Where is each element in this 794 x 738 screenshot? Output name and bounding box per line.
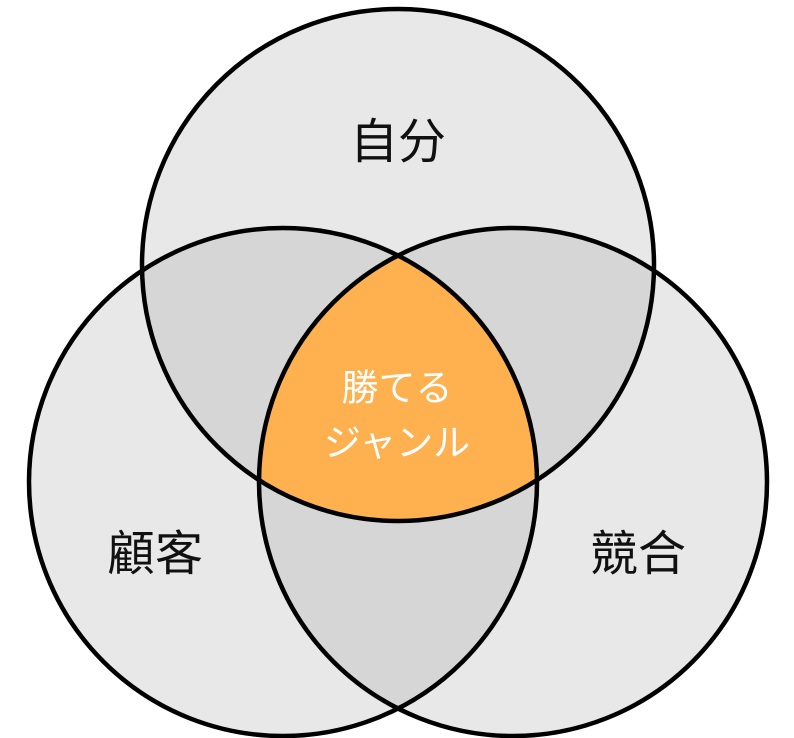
overlap-center [259,228,537,521]
circle-top-outline [139,6,657,524]
label-right: 競合 [590,526,686,582]
circle-left-outline [26,225,540,738]
center-label-line2: ジャンル [324,422,470,465]
circle-right-outline [256,225,770,738]
center-label-line1: 勝てる [342,367,453,410]
label-left: 顧客 [107,526,203,582]
label-top: 自分 [350,114,446,170]
